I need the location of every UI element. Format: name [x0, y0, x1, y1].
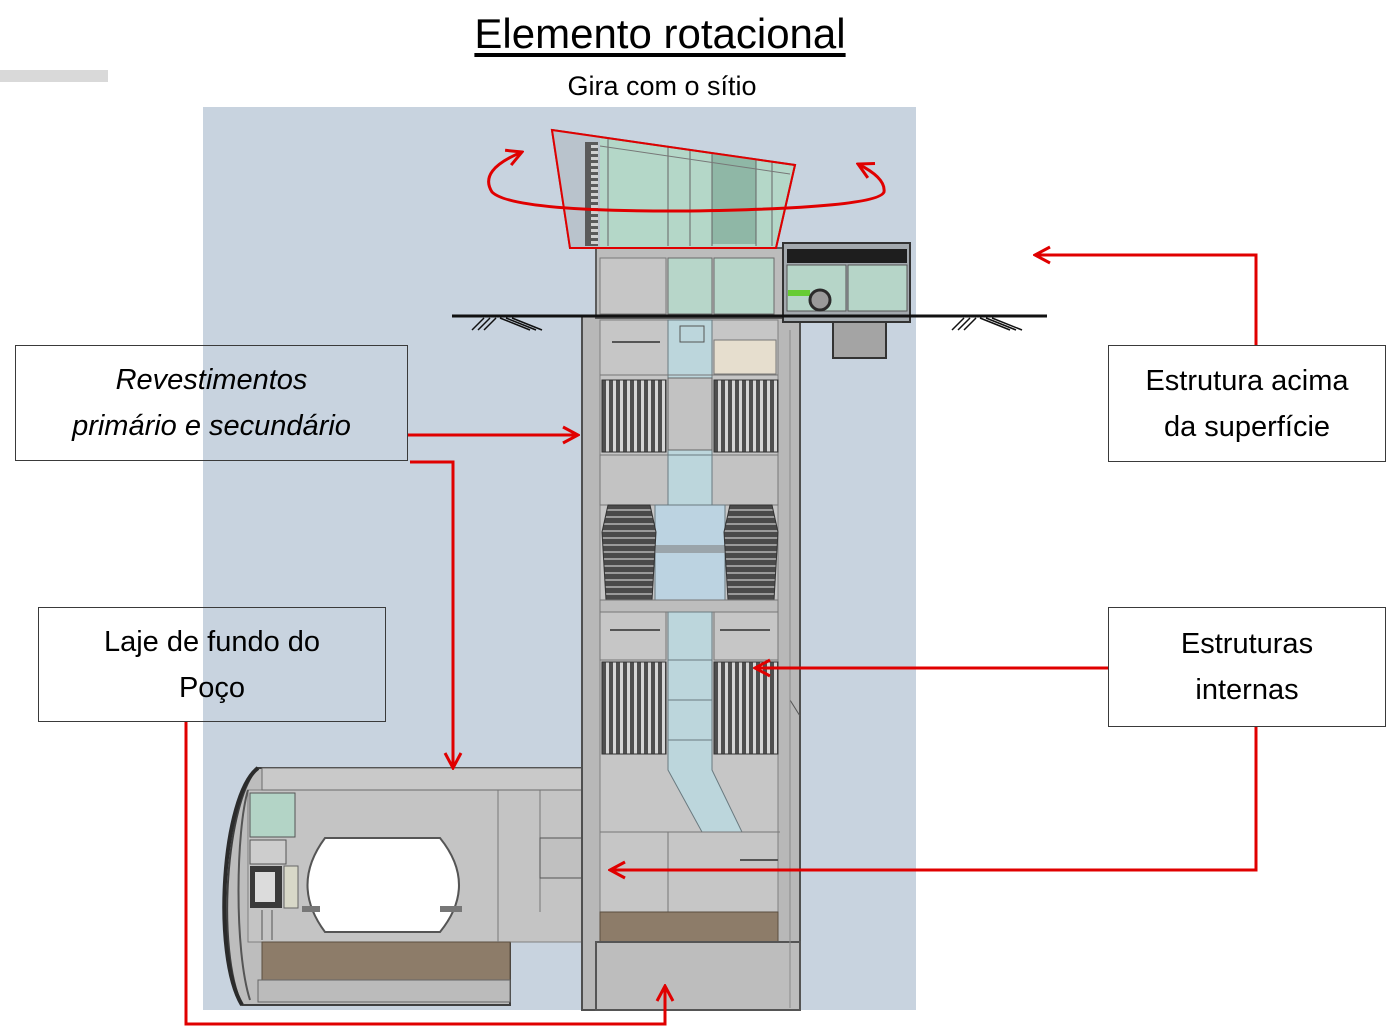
ground-hatch-right — [951, 317, 1023, 331]
grille-right-lower — [713, 661, 779, 755]
ground-hatch-left — [471, 317, 543, 331]
label-laje-de-fundo: Laje de fundo do Poço — [38, 607, 386, 722]
label-estrutura-acima: Estrutura acima da superfície — [1108, 345, 1386, 462]
label-estruturas-internas: Estruturas internas — [1108, 607, 1386, 727]
label-line: Poço — [178, 671, 246, 704]
fan-icon — [808, 288, 832, 312]
page-subtitle: Gira com o sítio — [567, 71, 757, 101]
arrow-estruturas-internas-lower — [610, 727, 1258, 870]
ground-line — [452, 314, 1047, 331]
label-line: Laje de fundo do — [103, 625, 321, 658]
cylinder-right — [723, 504, 779, 601]
tunnel-end-outline — [222, 766, 260, 1007]
top-left-gray-bar — [0, 70, 108, 82]
grille-left-lower — [601, 661, 667, 755]
beige-box — [713, 339, 777, 375]
grille-right-upper — [713, 379, 779, 453]
above-surface-structure — [782, 242, 911, 359]
arrow-estrutura-acima — [1035, 255, 1258, 345]
tunnel-floor — [261, 941, 511, 981]
cylinder-left — [601, 504, 657, 601]
tunnel-crown-lining — [261, 767, 601, 791]
shaft-bottom-slab — [595, 941, 801, 1011]
rotation-arrow — [487, 152, 886, 213]
arrow-revestimentos-to-tunnel — [410, 460, 453, 768]
tunnel — [222, 766, 681, 1007]
pointer-arrows — [184, 255, 1258, 1026]
rotational-top-element — [487, 128, 886, 249]
label-line: internas — [1195, 674, 1299, 706]
shaft-floor — [599, 911, 779, 943]
label-line: primário e secundário — [72, 410, 351, 442]
tunnel-opening — [306, 837, 460, 933]
label-line: Revestimentos — [115, 364, 308, 396]
shaft — [581, 247, 801, 1011]
page-title: Elemento rotacional — [474, 10, 846, 57]
label-line: da superfície — [1163, 410, 1331, 443]
label-line: Estrutura acima — [1145, 364, 1349, 397]
label-revestimentos: Revestimentos primário e secundário — [15, 345, 408, 461]
grille-left-upper — [601, 379, 667, 453]
label-line: Estruturas — [1180, 628, 1314, 660]
arrow-laje-de-fundo — [184, 722, 665, 1026]
tunnel-green-cell — [249, 792, 296, 838]
